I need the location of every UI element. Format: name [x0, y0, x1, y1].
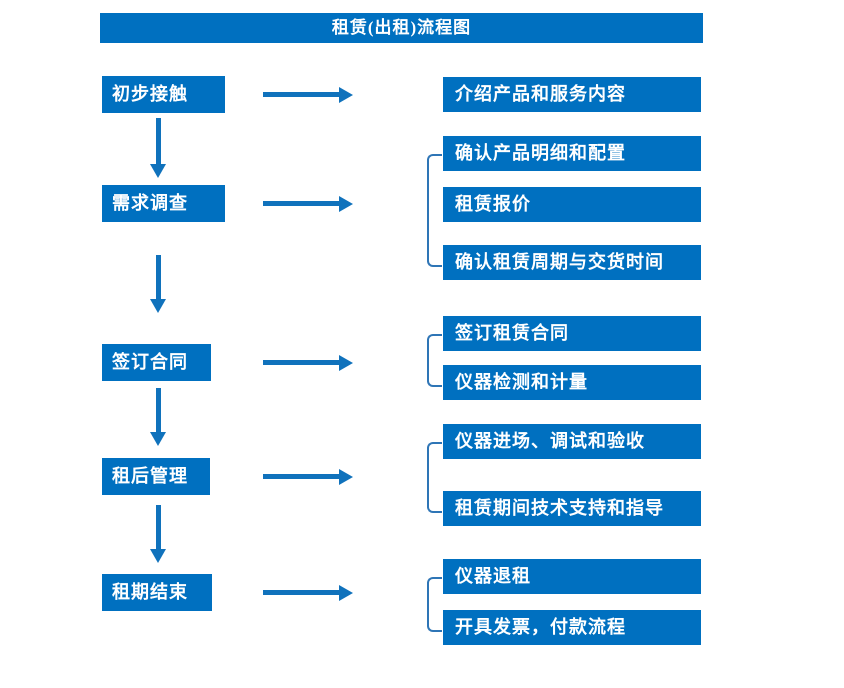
arrow-right-shaft [263, 360, 339, 365]
detail-box: 介绍产品和服务内容 [443, 77, 701, 112]
arrow-right-head-icon [339, 584, 353, 601]
diagram-title: 租赁(出租)流程图 [100, 13, 703, 43]
arrow-right-shaft [263, 474, 339, 479]
arrow-down-head-icon [150, 432, 166, 446]
arrow-down-head-icon [150, 164, 166, 178]
group-bracket [427, 153, 442, 267]
arrow-down-shaft [155, 118, 161, 165]
detail-box: 租赁期间技术支持和指导 [443, 491, 701, 526]
arrow-right-head-icon [339, 86, 353, 103]
group-bracket [427, 576, 442, 632]
arrow-down-shaft [155, 388, 161, 433]
detail-box: 确认产品明细和配置 [443, 136, 701, 171]
arrow-right-shaft [263, 590, 339, 595]
arrow-down-head-icon [150, 299, 166, 313]
arrow-down-head-icon [150, 549, 166, 563]
detail-box: 仪器检测和计量 [443, 365, 701, 400]
detail-box: 开具发票，付款流程 [443, 610, 701, 645]
detail-box: 仪器退租 [443, 559, 701, 594]
detail-box: 签订租赁合同 [443, 316, 701, 351]
step-box: 初步接触 [102, 76, 225, 113]
detail-box: 确认租赁周期与交货时间 [443, 245, 701, 280]
arrow-down-shaft [155, 505, 161, 550]
step-box: 租后管理 [102, 458, 210, 495]
step-box: 需求调查 [102, 185, 225, 222]
arrow-right-shaft [263, 92, 339, 97]
arrow-down-shaft [155, 255, 161, 300]
arrow-right-head-icon [339, 354, 353, 371]
group-bracket [427, 441, 442, 513]
arrow-right-head-icon [339, 468, 353, 485]
arrow-right-shaft [263, 201, 339, 206]
step-box: 签订合同 [102, 344, 211, 381]
arrow-right-head-icon [339, 195, 353, 212]
detail-box: 仪器进场、调试和验收 [443, 424, 701, 459]
detail-box: 租赁报价 [443, 187, 701, 222]
step-box: 租期结束 [102, 574, 212, 611]
group-bracket [427, 333, 442, 387]
